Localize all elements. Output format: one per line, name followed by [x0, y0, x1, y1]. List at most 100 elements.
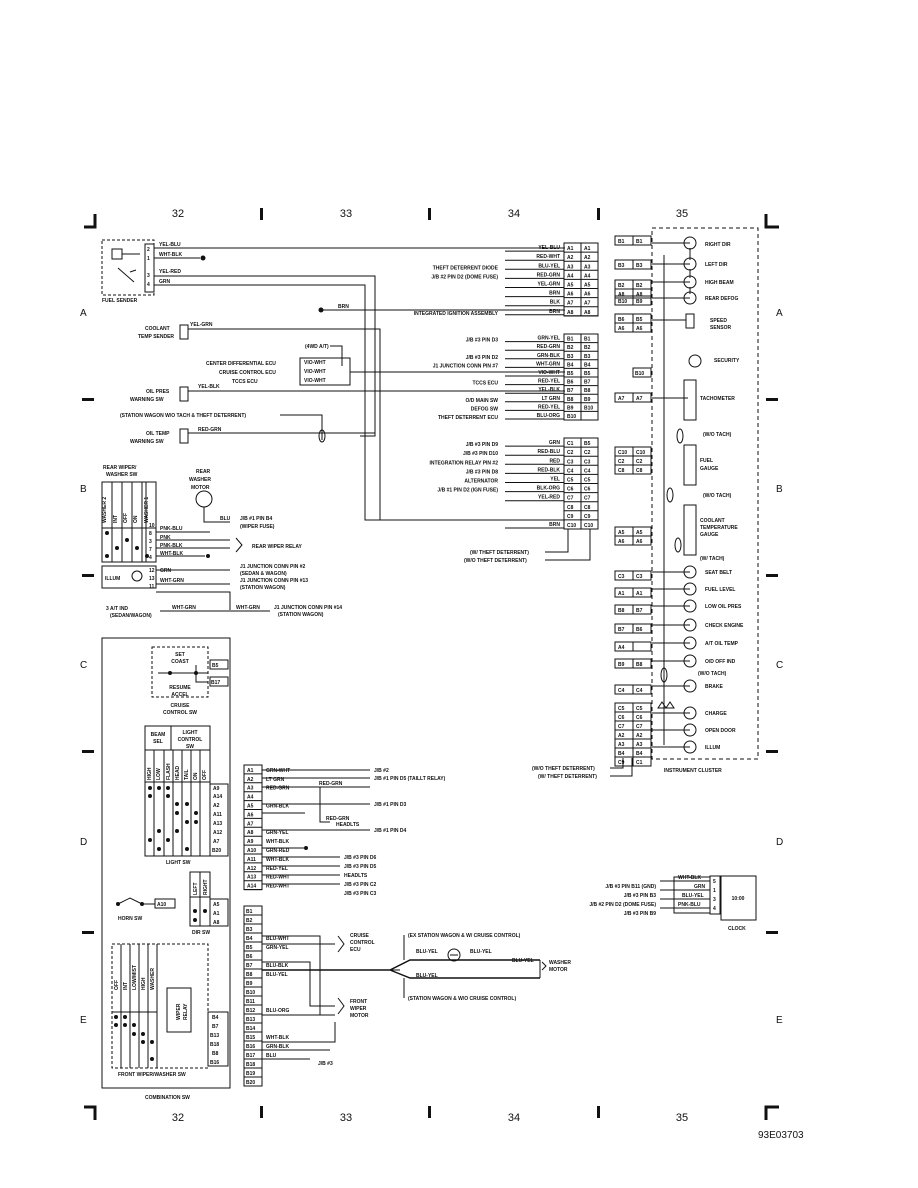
b-pin-label: B16 — [246, 1044, 255, 1050]
cl-seat-belt: SEAT BELT — [705, 570, 732, 576]
col-label-34-bottom: 34 — [508, 1112, 520, 1124]
conn-pin-right: B1 — [584, 337, 591, 343]
conn-ref-label: THEFT DETERRENT DIODE — [433, 265, 499, 271]
front-wiper-washer-sw: OFF INT LOW/MIST HIGH WASHER WIPER RELAY… — [111, 943, 229, 1078]
c-wo-theft: (W/O THEFT DETERRENT) — [464, 558, 527, 564]
cluster-pin-right: A6 — [636, 539, 643, 545]
c-w-theft: (W/ THEFT DETERRENT) — [470, 550, 529, 556]
fs-pin-3: 3 — [147, 273, 150, 279]
conn-pin-left: B3 — [567, 354, 574, 360]
washer-note-2: (STATION WAGON & W/O CRUISE CONTROL) — [408, 996, 516, 1002]
conn-wire-label: YEL — [550, 477, 560, 483]
conn-pin-right: C10 — [584, 523, 593, 529]
ref-jb3c3: J/B #3 PIN C3 — [344, 891, 376, 897]
conn-ref-label: J/B #3 PIN D8 — [466, 469, 498, 475]
conn-wire-label: RED-GRN — [537, 272, 561, 278]
cluster-pin-b10-label: B10 — [635, 371, 644, 377]
cl-left-dir: LEFT DIR — [705, 262, 728, 268]
cl-fuel-gauge-2: GAUGE — [700, 466, 719, 472]
4wd-at-label: (4WD A/T) — [305, 344, 329, 350]
cb-cruise-ecu-2: CONTROL — [350, 940, 375, 946]
conn-wire-label: LT GRN — [542, 396, 561, 402]
clock-display: 10:00 — [732, 896, 745, 902]
cruise-set-2: COAST — [171, 659, 189, 665]
clock-pin-1: 1 — [713, 888, 716, 894]
oil-pres-label-2: WARNING SW — [130, 397, 164, 403]
clock: 10:00 CLOCK 5 1 3 4 WHT-BLK GRN BLU-YEL … — [589, 875, 757, 932]
rw-col-on: ON — [133, 515, 139, 523]
washer-motor-group: (EX STATION WAGON & W/ CRUISE CONTROL) (… — [403, 933, 571, 1002]
b-pin-label: B12 — [246, 1008, 255, 1014]
b-pin-wire: GRN-YEL — [266, 945, 289, 951]
figure-code: 93E03703 — [758, 1130, 804, 1141]
cluster-pin-left: A6 — [618, 326, 625, 332]
cb-cruise-ecu-1: CRUISE — [350, 933, 370, 939]
fw-col-int: INT — [123, 982, 129, 990]
conn-pin-left: A8 — [567, 310, 574, 316]
cluster-pin-right: C2 — [636, 459, 643, 465]
cluster-pin-left: B8 — [618, 608, 625, 614]
conn-wire-label: RED-YEL — [538, 379, 560, 385]
rw-jcp14-1: J1 JUNCTION CONN PIN #14 — [274, 605, 342, 611]
cl-brake: BRAKE — [705, 684, 723, 690]
cluster-pin-right: B4 — [636, 751, 643, 757]
conn-pin-left: C5 — [567, 478, 574, 484]
dir-col-right: RIGHT — [203, 879, 209, 895]
cluster-pin-left: A1 — [618, 591, 625, 597]
a-red-grn-2: RED-GRN — [319, 781, 343, 787]
light-col-on: ON — [193, 772, 199, 780]
cruise-sw-label-1: CRUISE — [171, 703, 191, 709]
dir-sw-label: DIR SW — [192, 930, 210, 936]
row-label-a: A — [80, 308, 87, 319]
cluster-pin-right: A6 — [636, 326, 643, 332]
conn-pin-left: A3 — [567, 264, 574, 270]
cl-charge: CHARGE — [705, 711, 727, 717]
conn-pin-right: A8 — [584, 310, 591, 316]
clock-label: CLOCK — [728, 926, 746, 932]
cruise-control-sw: SET COAST RESUME ACCEL B5 B17 CRUISE CON… — [151, 646, 229, 716]
cl-high-beam: HIGH BEAM — [705, 280, 734, 286]
cluster-pin-right: A1 — [636, 591, 643, 597]
cl-coolant-1: COOLANT — [700, 518, 725, 524]
conn-pin-left: B7 — [567, 388, 574, 394]
conn-pin-left: B10 — [567, 414, 576, 420]
fw-pin-b18: B18 — [210, 1042, 219, 1048]
row-label-d: D — [80, 837, 87, 848]
rw-illum-wire-grn: GRN — [160, 568, 172, 574]
washer-motor-1: WASHER — [549, 960, 571, 966]
washer-wire-1: BLU-YEL — [416, 949, 438, 955]
cluster-pin-right: A2 — [636, 733, 643, 739]
light-pin-a2: A2 — [213, 803, 220, 809]
cluster-pin-left: C8 — [618, 468, 625, 474]
washer-wire-3: BLU-YEL — [512, 958, 534, 964]
clock-pin-4: 4 — [713, 906, 716, 912]
b-pin-label: B15 — [246, 1035, 255, 1041]
ref-jb3c2: J/B #3 PIN C2 — [344, 882, 376, 888]
rw-motor-1: REAR — [196, 469, 211, 475]
conn-pin-left: A4 — [567, 273, 574, 279]
coolant-wire: YEL-GRN — [190, 322, 213, 328]
fs-wire-yel-blu: YEL-BLU — [159, 242, 181, 248]
station-wagon-note: (STATION WAGON W/O TACH & THEFT DETERREN… — [120, 413, 246, 419]
conn-pin-left: C10 — [567, 523, 576, 529]
cluster-pin-b10 — [632, 367, 652, 378]
conn-wire-label: BLK-ORG — [537, 486, 560, 492]
conn-pin-right: A7 — [584, 301, 591, 307]
rw-illum-wire-wht-grn: WHT-GRN — [160, 578, 184, 584]
cb-cruise-ecu-3: ECU — [350, 947, 361, 953]
cluster-pin-right: C4 — [636, 688, 643, 694]
fs-wire-grn: GRN — [159, 279, 171, 285]
conn-pin-left: C9 — [567, 514, 574, 520]
conn-pin-left: A1 — [567, 246, 574, 252]
a-pin-label: A1 — [247, 768, 254, 774]
a-pin-label: A5 — [247, 804, 254, 810]
rw-col-off: OFF — [123, 513, 129, 523]
rw-jcp2-2: (SEDAN & WAGON) — [240, 571, 287, 577]
cluster-pin-right: C10 — [636, 450, 645, 456]
fw-col-low-mist: LOW/MIST — [132, 965, 138, 990]
cluster-pin-left: A2 — [618, 733, 625, 739]
conn-wire-label: BLU-YEL — [538, 263, 560, 269]
ref-jb2: J/B #2 — [374, 768, 389, 774]
